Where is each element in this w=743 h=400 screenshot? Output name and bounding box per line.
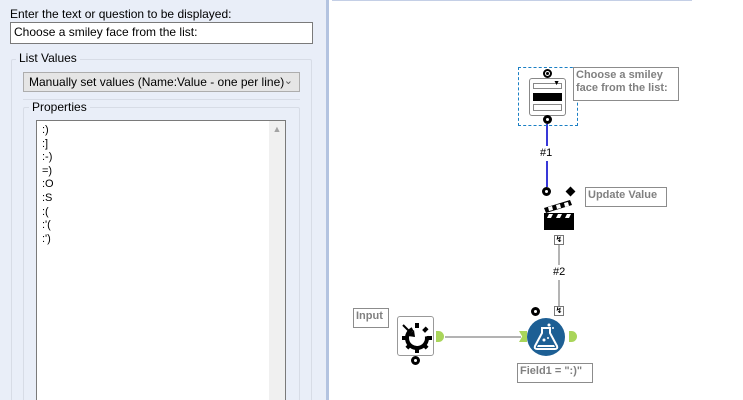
question-input-anchor-icon[interactable] xyxy=(542,187,551,196)
clapperboard-icon xyxy=(544,186,576,230)
configuration-panel: Enter the text or question to be display… xyxy=(0,0,329,400)
panel-splitter[interactable] xyxy=(326,0,329,400)
action-output-anchor-icon[interactable]: ↯ xyxy=(554,235,564,245)
workflow-canvas[interactable]: ▼ Choose a smiley face from the list: #1… xyxy=(329,0,743,400)
list-item: :-) xyxy=(42,151,53,164)
dropdown-option-shape xyxy=(533,104,562,111)
list-item: :] xyxy=(42,137,49,150)
dropdown-tool-icon: ▼ xyxy=(529,78,566,116)
input-anchor[interactable] xyxy=(519,331,527,342)
output-anchor[interactable] xyxy=(436,331,444,342)
properties-title: Properties xyxy=(29,100,90,114)
properties-group xyxy=(23,107,300,400)
dropdown-field-shape: ▼ xyxy=(533,80,562,89)
scroll-up-icon[interactable]: ▲ xyxy=(272,124,282,134)
list-item: :'( xyxy=(42,219,51,232)
list-values-dropdown-value: Manually set values (Name:Value - one pe… xyxy=(29,75,285,89)
question-anchor-icon[interactable] xyxy=(411,356,420,365)
macro-input-tool[interactable] xyxy=(397,316,434,356)
dropdown-tool-annotation: Choose a smiley face from the list: xyxy=(573,67,679,101)
formula-tool[interactable] xyxy=(527,318,565,356)
output-anchor[interactable] xyxy=(569,331,577,342)
list-item: :S xyxy=(42,191,53,204)
update-value-tool[interactable] xyxy=(540,186,580,234)
input-tool-annotation: Input xyxy=(353,308,389,328)
divider xyxy=(23,99,300,100)
list-item: :) xyxy=(42,124,49,136)
list-values-textarea[interactable]: :) :] :-) =) :O :S :( :'( :') ▲ xyxy=(36,120,286,400)
canvas-top-border xyxy=(332,0,692,1)
macro-input-gear-icon xyxy=(402,323,432,353)
list-values-items: :) :] :-) =) :O :S :( :'( :') xyxy=(42,124,54,246)
list-item: :') xyxy=(42,232,51,245)
formula-tool-annotation: Field1 = ":)" xyxy=(517,363,593,383)
prompt-text-input[interactable]: Choose a smiley face from the list: xyxy=(10,22,313,44)
connection-label-1: #1 xyxy=(540,147,553,159)
dropdown-arrow-icon: ▼ xyxy=(553,80,560,87)
dropdown-tool[interactable]: ▼ xyxy=(518,67,578,126)
list-values-dropdown[interactable]: Manually set values (Name:Value - one pe… xyxy=(23,72,300,92)
chevron-down-icon: ⌄ xyxy=(283,75,293,87)
flask-icon xyxy=(533,323,559,350)
connections-layer xyxy=(445,124,560,338)
question-output-anchor-icon[interactable] xyxy=(543,115,552,124)
update-value-annotation: Update Value xyxy=(585,187,667,207)
list-item: :( xyxy=(42,205,49,218)
list-values-title: List Values xyxy=(16,51,80,65)
question-input-anchor-icon[interactable] xyxy=(543,69,552,78)
action-input-anchor-icon[interactable]: ↯ xyxy=(554,306,564,316)
list-item: :O xyxy=(42,178,54,191)
dropdown-selected-shape xyxy=(533,93,562,101)
connection-label-2: #2 xyxy=(553,266,566,278)
prompt-label: Enter the text or question to be display… xyxy=(10,7,232,21)
list-item: =) xyxy=(42,164,53,177)
list-values-group xyxy=(11,59,312,400)
vertical-scrollbar[interactable]: ▲ xyxy=(269,121,285,400)
question-input-anchor-icon[interactable] xyxy=(531,307,540,316)
